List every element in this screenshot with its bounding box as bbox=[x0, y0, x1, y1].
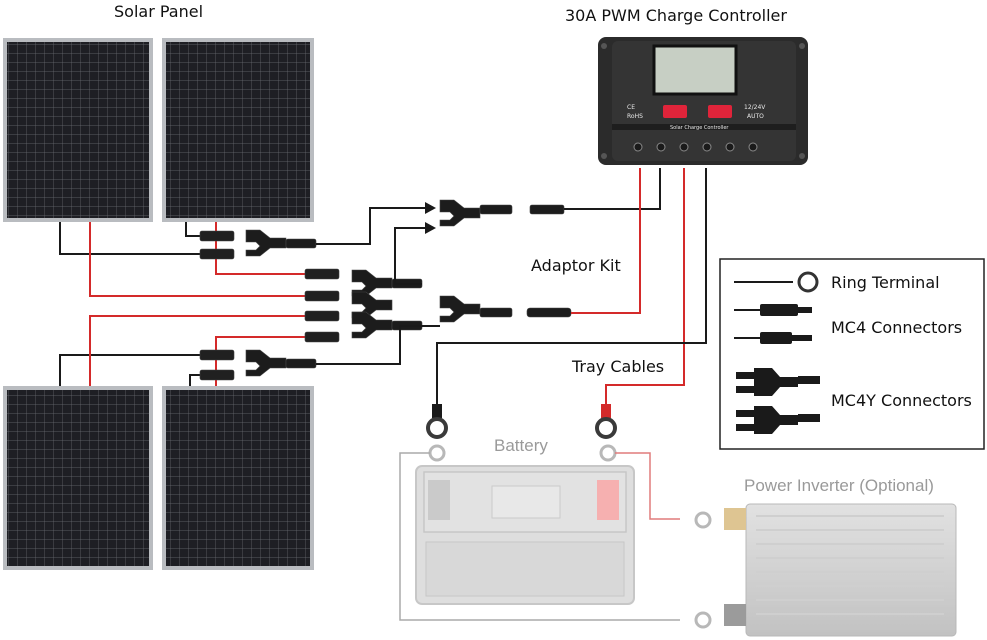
lcd-screen bbox=[652, 44, 738, 96]
panel-wires bbox=[59, 222, 305, 386]
legend-ring-terminal: Ring Terminal bbox=[831, 273, 940, 292]
rohs-mark: RoHS bbox=[627, 113, 643, 120]
solar-panel-top-left bbox=[3, 38, 153, 222]
power-inverter bbox=[724, 503, 957, 637]
mc4-connectors bbox=[199, 230, 340, 381]
legend-box: Ring Terminal MC4 Connectors MC4Y Connec… bbox=[719, 258, 985, 450]
solar-panel-bottom-right bbox=[162, 386, 314, 570]
voltage-text: 12/24V bbox=[744, 104, 766, 111]
mc4-connector-icon bbox=[734, 304, 812, 344]
legend-mc4: MC4 Connectors bbox=[831, 318, 962, 337]
battery-label: Battery bbox=[494, 436, 548, 455]
inverter-label: Power Inverter (Optional) bbox=[744, 476, 934, 495]
adaptor-kit-label: Adaptor Kit bbox=[531, 256, 621, 275]
battery bbox=[415, 465, 635, 605]
trunk-wires bbox=[316, 168, 661, 365]
tray-cables-label: Tray Cables bbox=[571, 357, 664, 376]
legend-mc4y: MC4Y Connectors bbox=[831, 391, 972, 410]
controller-brand: Solar Charge Controller bbox=[670, 125, 729, 131]
inverter-ring-terminals bbox=[694, 511, 712, 629]
mc4y-connector-icon bbox=[736, 368, 820, 434]
charge-controller: CE RoHS 12/24V AUTO Solar Charge Control… bbox=[598, 37, 808, 165]
arrow-heads bbox=[425, 202, 436, 234]
ring-terminal-icon bbox=[797, 271, 819, 293]
battery-ring-terminals bbox=[426, 404, 617, 439]
tray-cables bbox=[436, 168, 707, 408]
controller-terminals bbox=[633, 142, 758, 152]
mode-text: AUTO bbox=[747, 113, 764, 120]
solar-panel-label: Solar Panel bbox=[114, 2, 203, 21]
solar-panel-bottom-left bbox=[3, 386, 153, 570]
mc4y-connectors bbox=[245, 199, 572, 377]
controller-button-left bbox=[663, 105, 687, 118]
inverter-wires bbox=[399, 452, 680, 621]
controller-label: 30A PWM Charge Controller bbox=[565, 6, 787, 25]
ce-mark: CE bbox=[627, 104, 635, 111]
controller-button-right bbox=[708, 105, 732, 118]
solar-panel-top-right bbox=[162, 38, 314, 222]
